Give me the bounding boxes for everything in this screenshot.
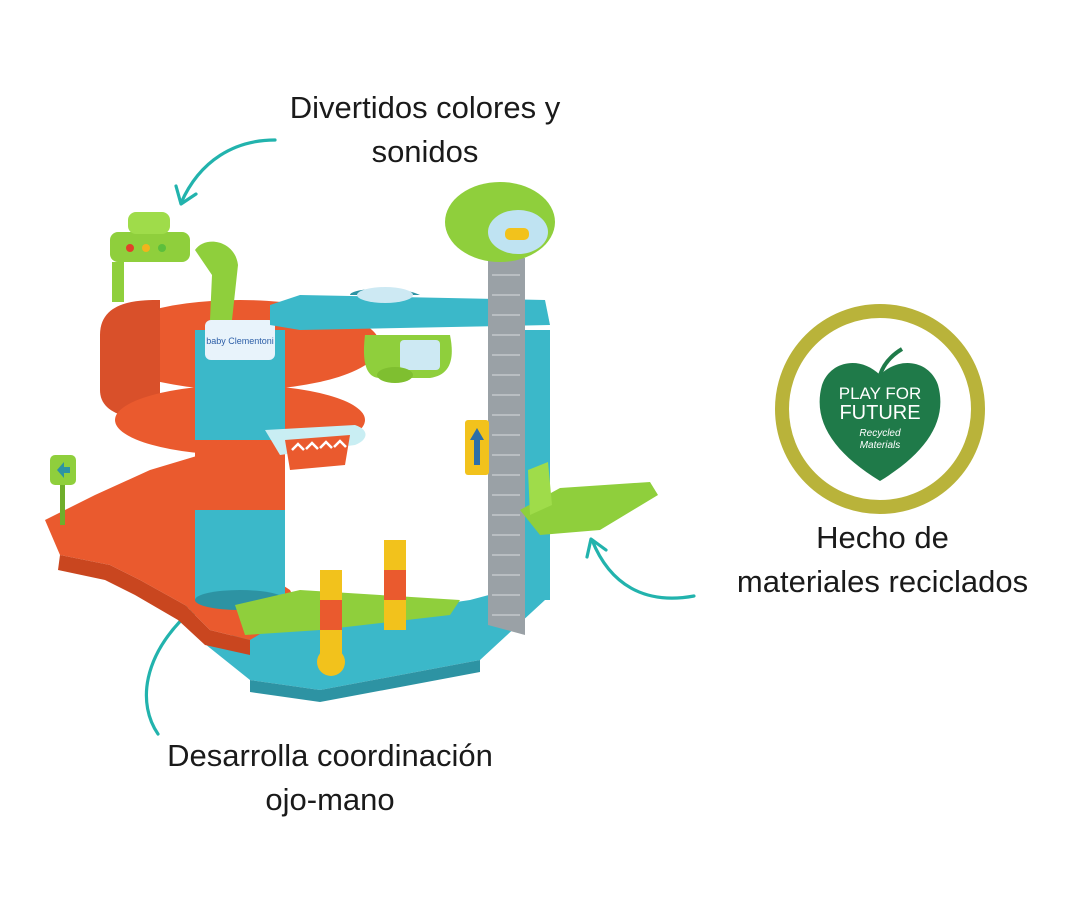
traffic-light-arch — [110, 232, 190, 262]
callout-hand-eye-coordination: Desarrolla coordinación ojo-mano — [130, 734, 530, 822]
play-for-future-badge: PLAY FOR FUTURE Recycled Materials — [775, 304, 985, 514]
callout-recycled-materials: Hecho de materiales reciclados — [700, 516, 1065, 604]
badge-line-2: FUTURE — [839, 402, 920, 424]
callout-line: materiales reciclados — [736, 564, 1029, 599]
callout-line: sonidos — [371, 134, 479, 169]
callout-colors-sounds: Divertidos colores y sonidos — [265, 86, 585, 174]
badge-line-1: PLAY FOR — [839, 384, 922, 403]
callout-line: ojo-mano — [265, 782, 395, 817]
arrow-top-icon — [174, 138, 277, 206]
brand-sign — [205, 320, 275, 360]
badge-line-4: Materials — [860, 440, 901, 451]
base-track — [200, 580, 545, 690]
top-bridge — [270, 295, 550, 330]
brand-sign-text: baby Clementoni — [206, 336, 274, 346]
elevator-column — [488, 258, 525, 635]
elevator-platform — [520, 482, 658, 535]
leaf-icon — [819, 362, 941, 481]
callout-line: Hecho de — [816, 520, 949, 555]
badge-line-3: Recycled — [859, 428, 901, 439]
callout-line: Divertidos colores y — [289, 90, 561, 125]
arrow-right-icon — [585, 537, 696, 600]
green-tube — [195, 241, 238, 320]
callout-line: Desarrolla coordinación — [167, 738, 493, 773]
badge-ring — [775, 304, 985, 514]
chevron-panel — [285, 435, 350, 470]
